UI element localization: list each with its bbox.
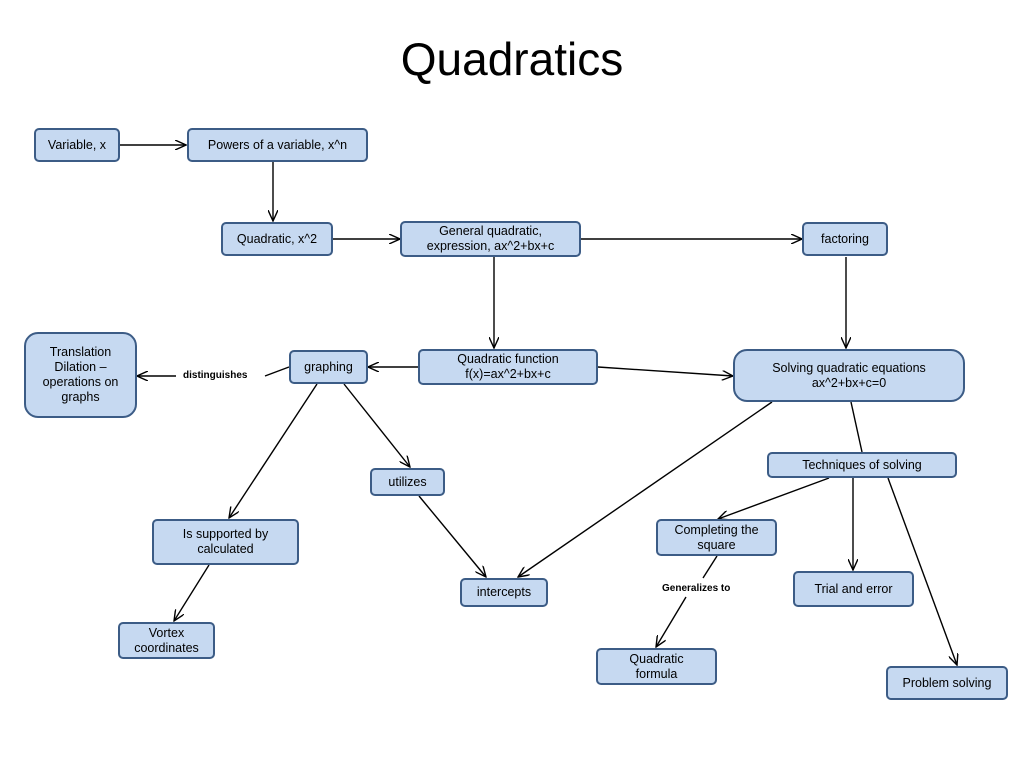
node-general-quadratic: General quadratic, expression, ax^2+bx+c bbox=[400, 221, 581, 257]
edge-solving-techniques bbox=[850, 401, 863, 453]
node-powers: Powers of a variable, x^n bbox=[187, 128, 368, 162]
node-factoring: factoring bbox=[802, 222, 888, 256]
diagram-title: Quadratics bbox=[400, 33, 624, 85]
node-quadratic-x2: Quadratic, x^2 bbox=[221, 222, 333, 256]
edge-solving-intercepts bbox=[518, 401, 773, 577]
node-intercepts: intercepts bbox=[460, 578, 548, 607]
node-quadratic-function: Quadratic function f(x)=ax^2+bx+c bbox=[418, 349, 598, 385]
edge-completing-generalizes bbox=[702, 555, 718, 579]
edge-techniques-completing bbox=[718, 477, 830, 519]
node-quadratic-formula: Quadratic formula bbox=[596, 648, 717, 685]
node-vortex: Vortex coordinates bbox=[118, 622, 215, 659]
edge-supported-vortex bbox=[174, 564, 210, 621]
node-problem-solving: Problem solving bbox=[886, 666, 1008, 700]
node-techniques: Techniques of solving bbox=[767, 452, 957, 478]
node-solving: Solving quadratic equations ax^2+bx+c=0 bbox=[733, 349, 965, 402]
edge-techniques-problem bbox=[887, 477, 957, 665]
node-completing: Completing the square bbox=[656, 519, 777, 556]
edge-graphing-supported bbox=[229, 383, 318, 518]
node-translation: Translation Dilation – operations on gra… bbox=[24, 332, 137, 418]
node-graphing: graphing bbox=[289, 350, 368, 384]
edge-function-solving bbox=[597, 366, 733, 376]
node-utilizes: utilizes bbox=[370, 468, 445, 496]
edge-graphing-distinguishes bbox=[264, 366, 290, 377]
node-trial: Trial and error bbox=[793, 571, 914, 607]
node-variable: Variable, x bbox=[34, 128, 120, 162]
edge-utilizes-intercepts bbox=[418, 495, 486, 577]
edge-graphing-utilizes bbox=[343, 383, 410, 467]
edge-label-distinguishes: distinguishes bbox=[183, 370, 248, 381]
node-supported: Is supported by calculated bbox=[152, 519, 299, 565]
edge-label-generalizes-to: Generalizes to bbox=[662, 583, 731, 594]
edge-generalizes-formula bbox=[656, 596, 687, 647]
